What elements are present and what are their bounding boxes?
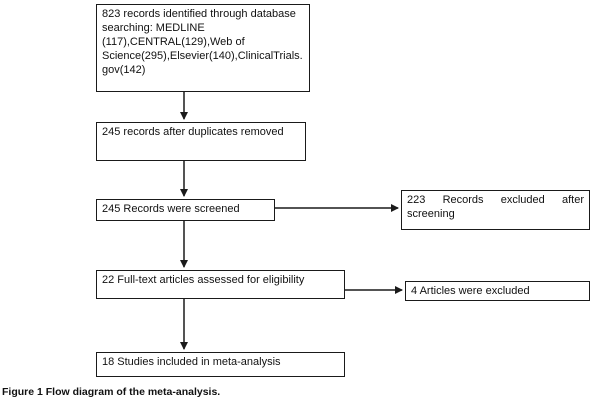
articles-excluded-text: 4 Articles were excluded	[411, 285, 530, 297]
included-box: 18 Studies included in meta-analysis	[96, 352, 345, 377]
excluded-after-screening-text: 223 Records excluded after screening	[407, 194, 584, 220]
full-text-assessed-box: 22 Full-text articles assessed for eligi…	[96, 270, 345, 299]
duplicates-removed-text: 245 records after duplicates removed	[102, 126, 284, 138]
identification-box: 823 records identified through database …	[96, 4, 310, 92]
screened-box: 245 Records were screened	[96, 199, 275, 221]
full-text-assessed-text: 22 Full-text articles assessed for eligi…	[102, 274, 305, 286]
screened-text: 245 Records were screened	[102, 203, 240, 215]
identification-text: 823 records identified through database …	[102, 8, 303, 76]
included-text: 18 Studies included in meta-analysis	[102, 356, 281, 368]
excluded-after-screening-box: 223 Records excluded after screening	[401, 190, 590, 230]
articles-excluded-box: 4 Articles were excluded	[405, 281, 590, 301]
figure-caption: Figure 1 Flow diagram of the meta-analys…	[2, 386, 221, 398]
duplicates-removed-box: 245 records after duplicates removed	[96, 122, 306, 161]
